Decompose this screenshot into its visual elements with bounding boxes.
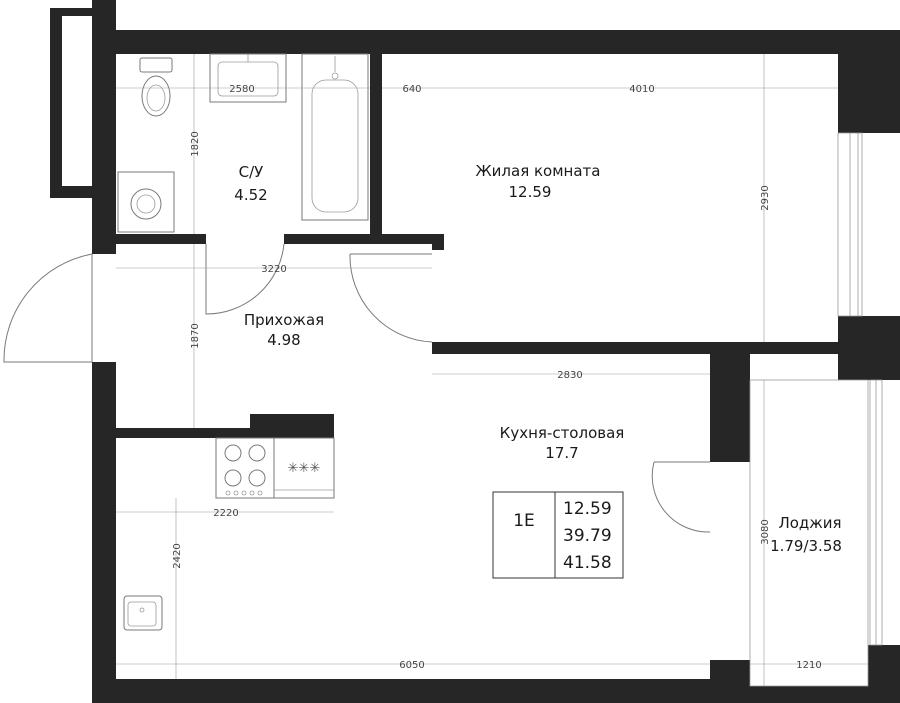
dim-bath-width: 2580: [229, 84, 254, 95]
apartment-info-box: 1Е 12.59 39.79 41.58: [492, 491, 624, 579]
walls: [50, 0, 900, 703]
washing-machine-icon: [117, 171, 175, 233]
kitchen-sink-icon: [123, 595, 163, 631]
living-room-area: 12.59: [509, 183, 552, 201]
hall-area: 4.98: [267, 331, 300, 349]
dim-bath-height: 1820: [190, 131, 201, 156]
apartment-type: 1Е: [513, 511, 535, 531]
bathroom-name: С/У: [239, 163, 264, 181]
stove-icon: [215, 437, 275, 499]
windows: [749, 132, 883, 687]
dim-kitchen-left-height: 2420: [172, 543, 183, 568]
doors: [3, 243, 711, 533]
fixtures: ✳✳✳: [117, 53, 369, 631]
dim-living-offset: 640: [402, 84, 421, 95]
dim-kitchen-left-width: 2220: [213, 508, 238, 519]
dim-living-height: 2930: [760, 185, 771, 210]
legend-living-area: 12.59: [563, 499, 612, 519]
dim-loggia-width: 1210: [796, 660, 821, 671]
legend-total-area-with-loggia: 41.58: [563, 553, 612, 573]
dim-kitchen-upper-width: 2830: [557, 370, 582, 381]
dimension-labels: 2580 1820 640 4010 2930 3220 1870 2830 2…: [172, 84, 822, 671]
kitchen-area: 17.7: [545, 444, 578, 462]
dim-hall-width: 3220: [261, 264, 286, 275]
bathroom-area: 4.52: [234, 186, 267, 204]
dim-hall-height: 1870: [190, 323, 201, 348]
dim-loggia-height: 3080: [760, 519, 771, 544]
toilet-icon: [139, 57, 173, 117]
stove-burner-symbols: ✳✳✳: [288, 461, 321, 476]
loggia-name: Лоджия: [778, 514, 841, 532]
bathroom-sink-icon: [209, 53, 287, 103]
dim-kitchen-width: 6050: [399, 660, 424, 671]
room-labels: С/У 4.52 Жилая комната 12.59 Прихожая 4.…: [234, 162, 842, 555]
loggia-area: 1.79/3.58: [770, 537, 842, 555]
bathtub-icon: [301, 53, 369, 221]
kitchen-counter-icon: ✳✳✳: [273, 437, 335, 499]
kitchen-name: Кухня-столовая: [500, 424, 625, 442]
legend-total-area: 39.79: [563, 526, 612, 546]
dim-living-width: 4010: [629, 84, 654, 95]
living-room-name: Жилая комната: [476, 162, 601, 180]
dimension-lines: [116, 54, 868, 686]
hall-name: Прихожая: [244, 311, 324, 329]
